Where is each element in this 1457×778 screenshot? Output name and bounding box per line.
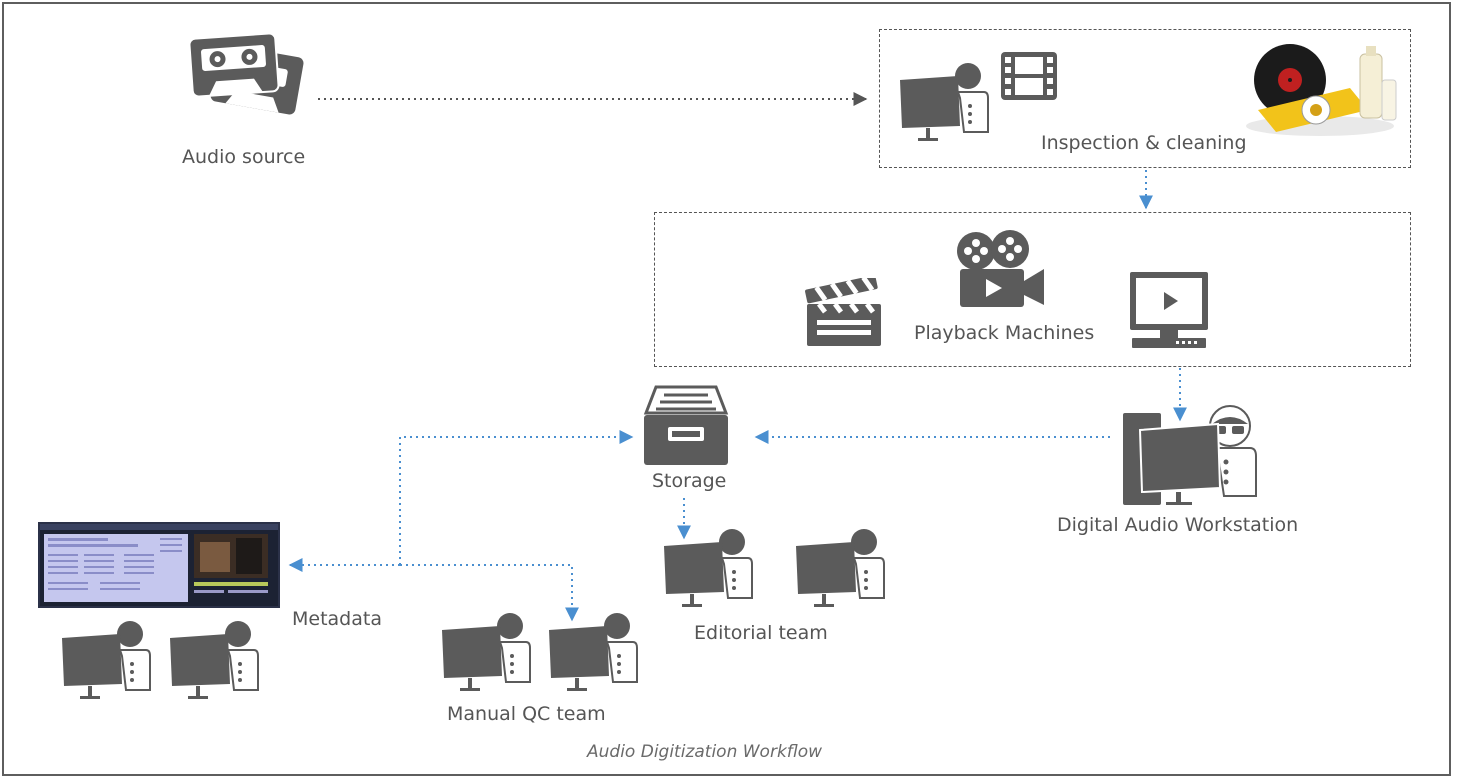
storage-label: Storage (652, 470, 727, 492)
metadata-screenshot (38, 522, 280, 608)
metadata-user-icon-2 (170, 621, 259, 699)
metadata-label: Metadata (292, 608, 382, 630)
metadata-user-icon-1 (62, 621, 151, 699)
storage-drawer-icon (643, 385, 729, 465)
vinyl-cleaning-photo (1246, 44, 1397, 136)
audio-source-label: Audio source (182, 146, 306, 168)
cassette-icon (188, 32, 304, 115)
tower-workstation-user-icon (1121, 405, 1257, 507)
film-strip-icon (1001, 52, 1057, 100)
inspection-group-box (879, 29, 1411, 168)
editorial-user-icon-1 (664, 529, 753, 607)
playback-group-box (654, 212, 1411, 367)
workstation-user-icon (900, 63, 989, 141)
qc-user-icon-2 (549, 613, 638, 691)
monitor-play-icon (1130, 272, 1208, 348)
clapperboard-icon (805, 278, 881, 346)
manual-qc-label: Manual QC team (447, 703, 606, 725)
editorial-user-icon-2 (796, 529, 885, 607)
qc-user-icon-1 (442, 613, 531, 691)
editorial-label: Editorial team (694, 622, 828, 644)
arrow-branch-to-storage (399, 430, 634, 565)
inspection-label: Inspection & cleaning (1041, 132, 1247, 154)
playback-label: Playback Machines (914, 322, 1095, 344)
movie-camera-icon (957, 230, 1044, 307)
diagram-caption: Audio Digitization Workflow (587, 742, 823, 762)
daw-label: Digital Audio Workstation (1057, 514, 1299, 536)
